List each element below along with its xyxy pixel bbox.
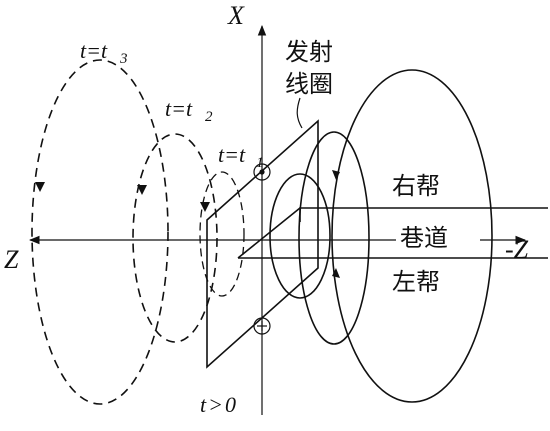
x-axis-label: X [227, 1, 245, 30]
condition-label: t>0 [200, 392, 236, 417]
tunnel-front-edge [237, 207, 301, 259]
svg-text:t=t: t=t [80, 38, 108, 63]
time-label-t3-var: t [80, 38, 87, 63]
time-label-t3-eq: = [86, 38, 101, 63]
time-label-t3: t=t 3 [80, 38, 128, 67]
time-label-t2: t=t 2 [165, 96, 213, 125]
time-label-t1-sub: 1 [256, 155, 264, 171]
tunnel-top-edge [299, 207, 548, 222]
time-label-t3-sym: t [101, 38, 108, 63]
field-loop-solid-2 [298, 131, 370, 345]
solid-loop-arrow-1 [332, 170, 340, 180]
z-axis-right-label: -Z [505, 235, 529, 264]
time-label-t1-var: t [218, 142, 225, 167]
condition-op: > [208, 392, 223, 417]
roadway-label-bg [396, 224, 480, 254]
dashed-loop-arrow-t1 [200, 202, 210, 212]
dashed-loop-arrow-t2 [137, 185, 147, 195]
current-out-symbol [253, 163, 271, 181]
time-label-t2-sym: t [186, 96, 193, 121]
condition-value: 0 [225, 392, 236, 417]
field-loop-dashed-t2 [132, 133, 218, 343]
time-label-t2-eq: = [171, 96, 186, 121]
field-loop-solid-1 [269, 173, 331, 299]
roadway-label: 巷道 [400, 224, 448, 252]
coil-label-line2: 线圈 [285, 70, 333, 98]
right-wall-label: 右帮 [392, 172, 440, 200]
coil-leader-line [296, 97, 303, 129]
transmit-coil-frame [206, 119, 319, 369]
current-out-dot [259, 169, 265, 175]
field-loop-solid-3 [331, 69, 493, 403]
field-loop-dashed-t1 [199, 171, 245, 297]
time-label-t1-sym: t [239, 142, 246, 167]
time-label-t1-eq: = [224, 142, 239, 167]
z-axis-left-label: Z [4, 245, 19, 274]
condition-var: t [200, 392, 207, 417]
time-label-t2-sub: 2 [205, 109, 213, 125]
svg-text:t=t: t=t [165, 96, 193, 121]
current-in-symbol [253, 317, 271, 335]
solid-loop-arrow-2 [332, 268, 340, 278]
coil-label-line1: 发射 [285, 38, 333, 66]
dashed-loop-arrow-t3 [35, 182, 45, 192]
time-label-t3-sub: 3 [119, 51, 128, 67]
svg-text:t=t: t=t [218, 142, 246, 167]
time-label-t2-var: t [165, 96, 172, 121]
time-label-t1: t=t 1 [218, 142, 264, 171]
left-wall-label: 左帮 [392, 268, 440, 296]
field-loop-dashed-t3 [31, 59, 169, 405]
